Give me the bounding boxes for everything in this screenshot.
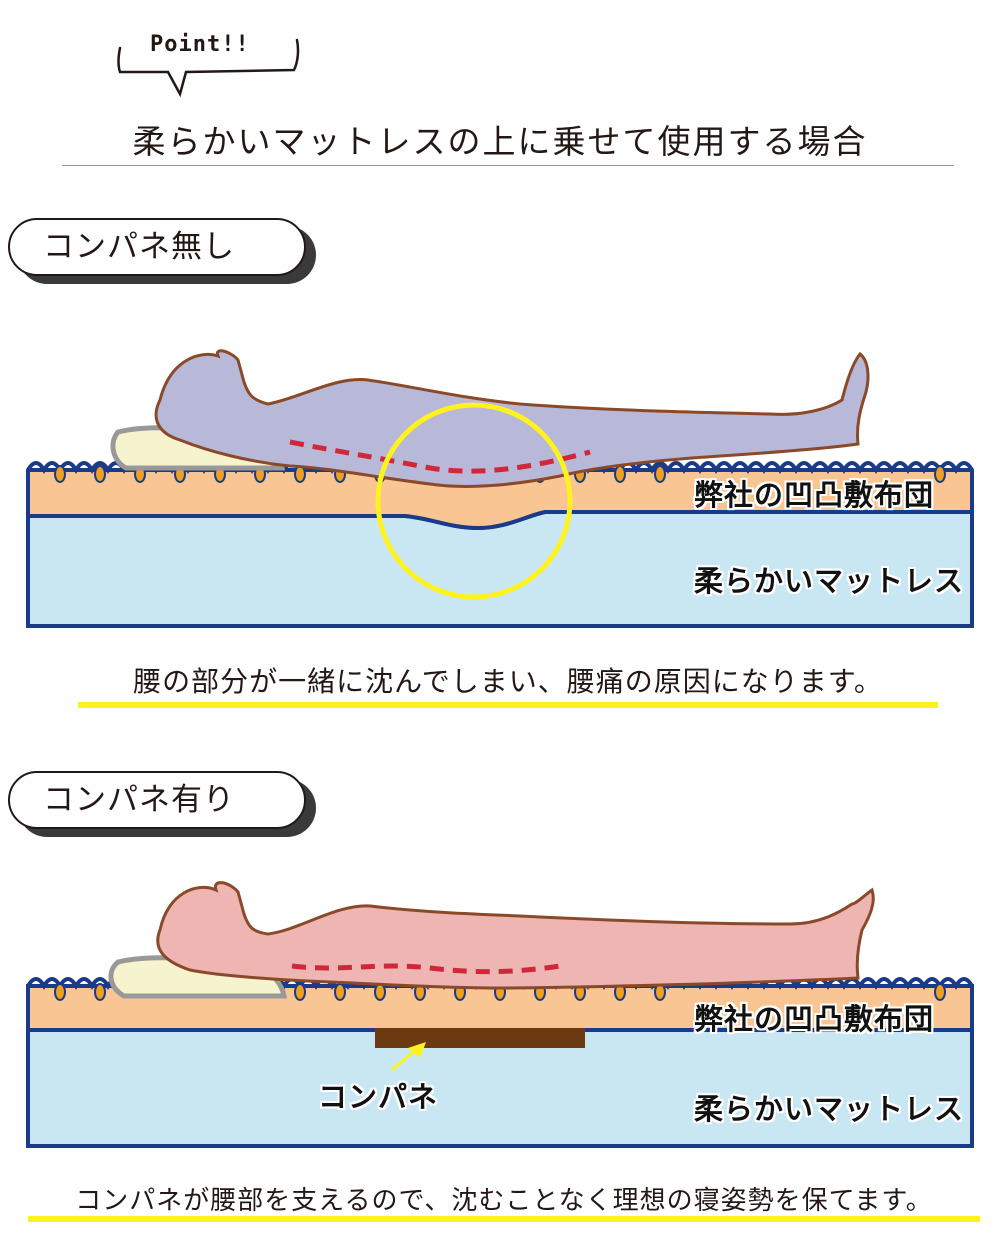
caption-without-board: 腰の部分が一緒に沈んでしまい、腰痛の原因になります。 (133, 665, 883, 698)
label-futon: 弊社の凹凸敷布団 (694, 478, 935, 512)
plywood-board (375, 1028, 585, 1048)
label-futon: 弊社の凹凸敷布団 (694, 1002, 935, 1036)
page-heading: 柔らかいマットレスの上に乗せて使用する場合 (132, 122, 868, 161)
board-arrow (391, 1042, 426, 1072)
point-callout-text: Point!! (150, 32, 250, 57)
caption-underline (78, 702, 938, 708)
label-board: コンパネ (318, 1080, 439, 1114)
person-body-with-board (156, 881, 875, 990)
heading-divider (62, 165, 954, 166)
label-mattress: 柔らかいマットレス (694, 564, 965, 598)
soft-mattress (26, 1028, 974, 1148)
label-mattress: 柔らかいマットレス (694, 1092, 965, 1126)
spine-line-straight (291, 963, 561, 975)
section-badge-with-board: コンパネ有り (8, 771, 306, 829)
sink-highlight-circle (375, 402, 573, 600)
section-badge-without-board: コンパネ無し (8, 218, 306, 276)
person-body-without-board (154, 349, 870, 488)
futon-layer (26, 468, 974, 530)
caption-with-board: コンパネが腰部を支えるので、沈むことなく理想の寝姿勢を保てます。 (75, 1186, 933, 1216)
caption-underline (28, 1216, 980, 1222)
spine-line-sagging (289, 439, 591, 474)
